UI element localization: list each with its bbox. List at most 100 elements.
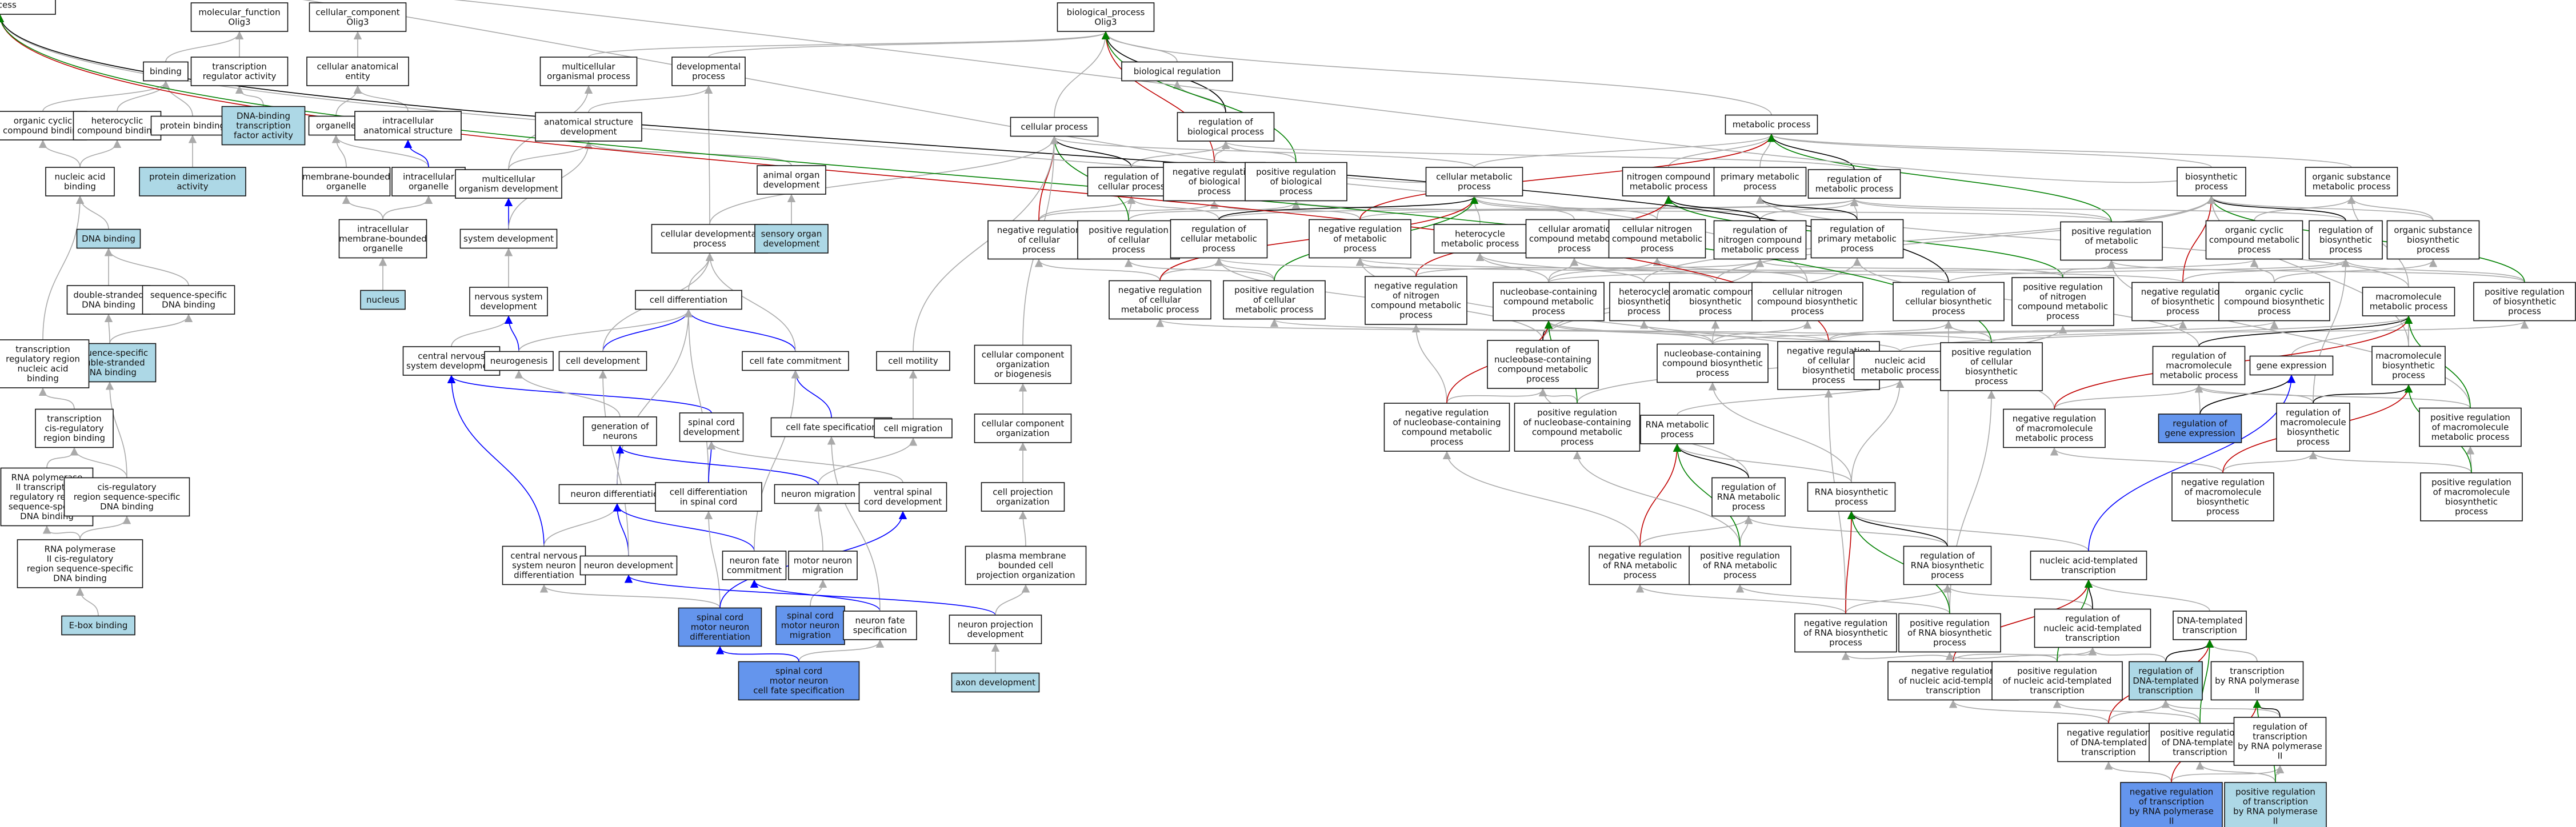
go-term-node-organelle[interactable]: organelle — [308, 115, 364, 136]
go-term-node-neurdev[interactable]: neuron development — [579, 555, 678, 576]
go-term-node-dnab[interactable]: DNA binding — [76, 228, 141, 249]
go-term-node-cfc[interactable]: cell fate commitment — [742, 351, 849, 371]
go-term-node-nucleus[interactable]: nucleus — [360, 290, 406, 310]
go-term-node-biolreg[interactable]: biological regulation — [1121, 61, 1233, 82]
go-term-node-cfs[interactable]: cell fate specification — [770, 417, 893, 437]
go-term-node-neurogenesis[interactable]: neurogenesis — [484, 351, 554, 371]
go-term-node-neurmig[interactable]: neuron migration — [774, 484, 863, 504]
go-term-node-cellmot[interactable]: cell motility — [876, 351, 950, 371]
go-term-node-protB[interactable]: protein binding — [150, 115, 235, 136]
go-term-node-gexp[interactable]: gene expression — [2249, 355, 2334, 376]
go-term-node-axdev[interactable]: axon development — [951, 672, 1040, 693]
go-term-node-cellp[interactable]: cellular process — [1010, 117, 1099, 137]
go-term-node-rmbp[interactable]: regulation ofmacromoleculebiosyntheticpr… — [2276, 403, 2350, 452]
go-term-node-sysdev[interactable]: system development — [459, 228, 558, 249]
